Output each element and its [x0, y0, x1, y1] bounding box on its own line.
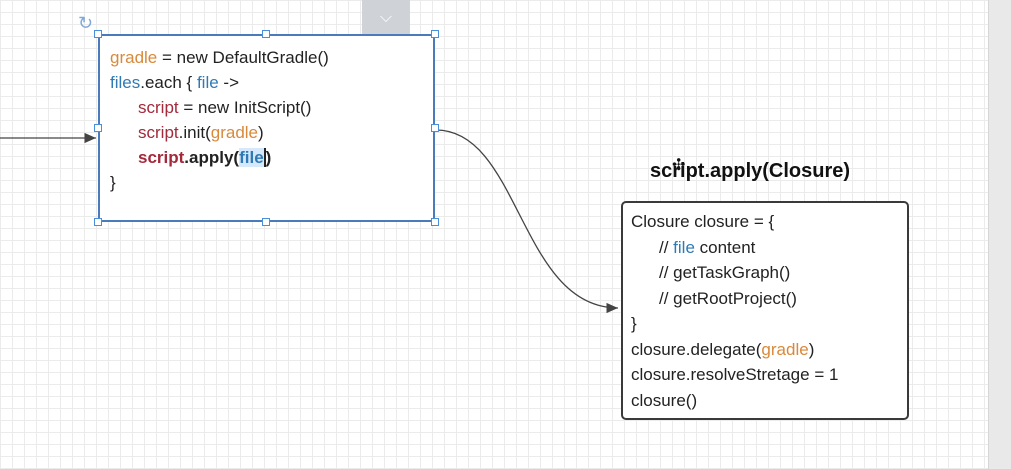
closure-line-1: Closure closure = {	[631, 212, 775, 231]
resize-handle[interactable]	[262, 30, 270, 38]
code-line-1: gradle = new DefaultGradle()	[110, 48, 329, 67]
chevron-down-icon: ⌵	[379, 9, 393, 26]
resize-handle[interactable]	[262, 218, 270, 226]
resize-handle[interactable]	[94, 124, 102, 132]
code-box-shape[interactable]: gradle = new DefaultGradle() files.each …	[98, 34, 435, 222]
connector-arrow	[435, 129, 619, 314]
code-line-3: script = new InitScript()	[138, 98, 312, 117]
resize-handle[interactable]	[94, 30, 102, 38]
closure-label[interactable]: script.apply(Closure)	[650, 160, 851, 182]
move-cursor-icon: ✣	[672, 157, 686, 174]
closure-line-2: // file content	[659, 237, 756, 257]
closure-box-shape[interactable]: Closure closure = { // file content // g…	[621, 201, 909, 420]
collapse-toolbar-button[interactable]: ⌵	[362, 0, 410, 36]
code-line-5: script.apply(file)	[138, 148, 272, 167]
resize-handle[interactable]	[431, 218, 439, 226]
resize-handle[interactable]	[94, 218, 102, 226]
closure-line-7: closure.resolveStretage = 1	[631, 365, 839, 384]
closure-line-8: closure()	[631, 390, 698, 410]
closure-line-5: }	[631, 314, 637, 333]
closure-line-3: // getTaskGraph()	[659, 263, 791, 282]
code-line-4: script.init(gradle)	[138, 123, 264, 142]
code-line-2: files.each { file ->	[110, 73, 239, 92]
code-line-6: }	[110, 173, 116, 192]
rotate-icon[interactable]: ↻	[78, 13, 94, 33]
vertical-scrollbar[interactable]	[988, 0, 1011, 469]
resize-handle[interactable]	[431, 124, 439, 132]
resize-handle[interactable]	[431, 30, 439, 38]
closure-line-4: // getRootProject()	[659, 288, 797, 308]
closure-line-6: closure.delegate(gradle)	[631, 339, 815, 359]
